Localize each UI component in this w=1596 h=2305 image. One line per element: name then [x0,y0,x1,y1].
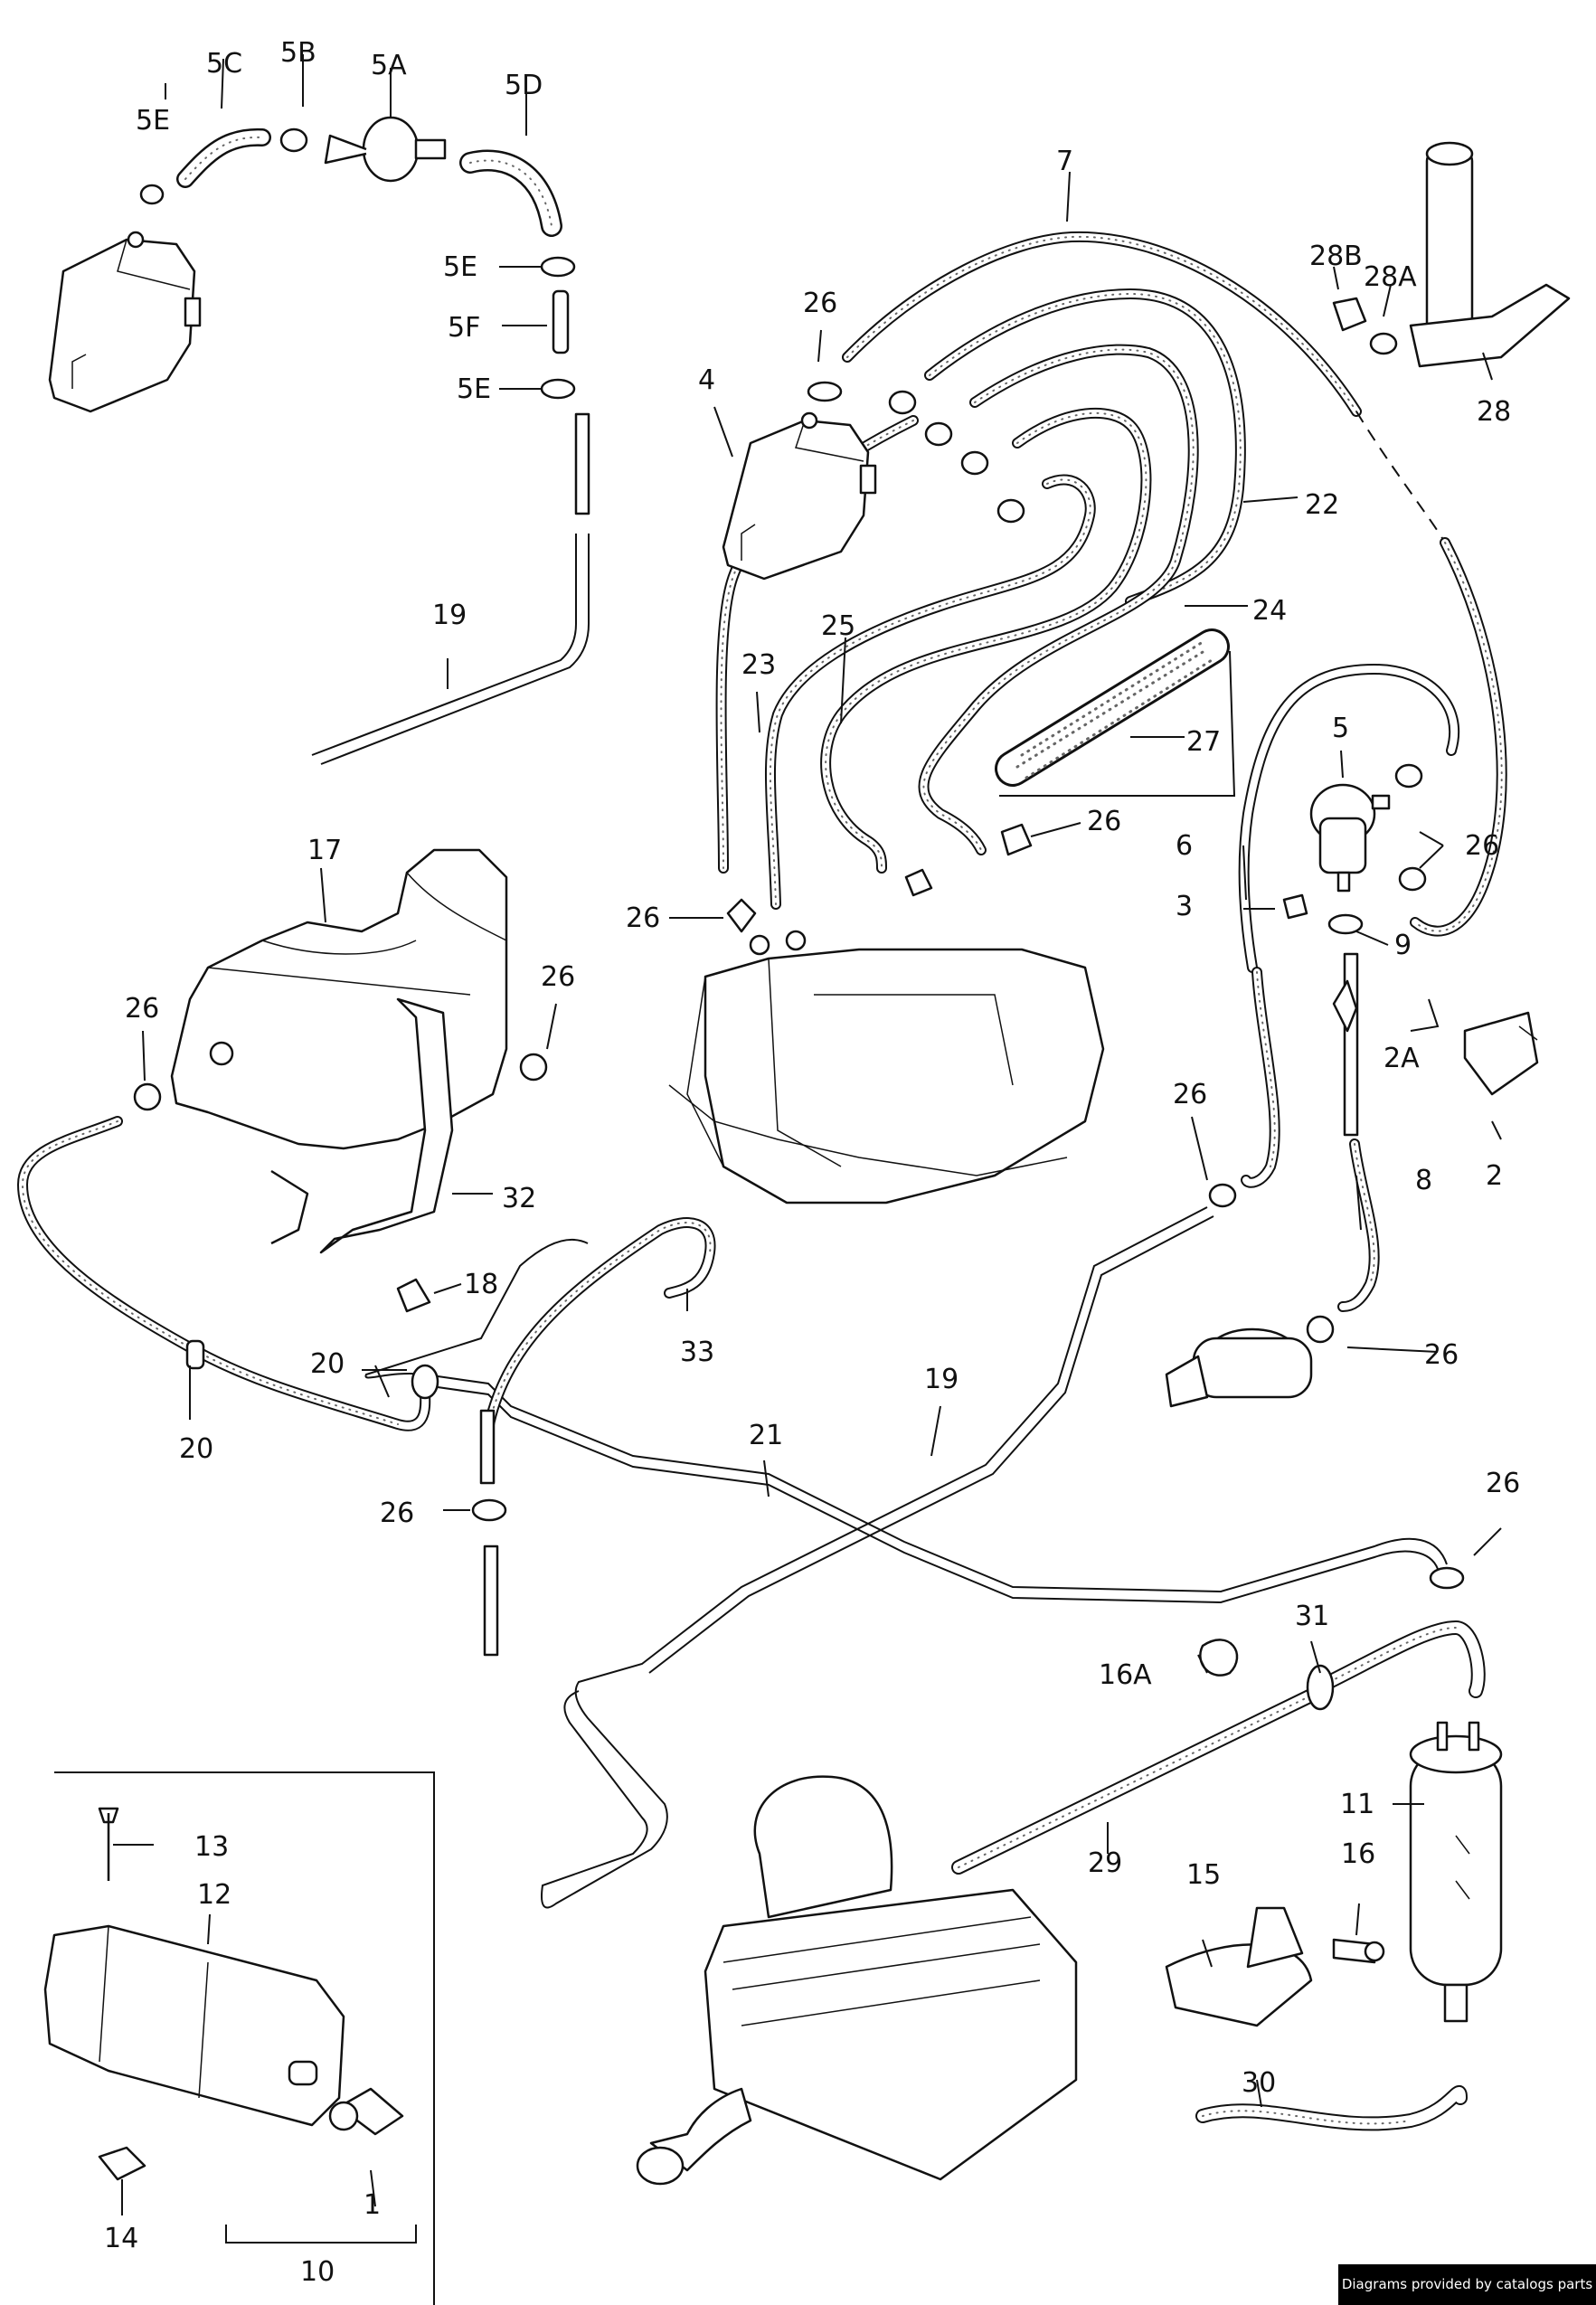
bracket-2-icon [1463,1011,1539,1096]
hose-8 [1337,952,1380,1312]
hose-27 [995,628,1236,797]
callout-29: 29 [1088,1847,1122,1879]
callout-21: 21 [749,1420,783,1451]
charcoal-canister-icon [48,231,877,581]
callout-15: 15 [1186,1859,1221,1891]
valve-5-icon [1309,783,1391,893]
callout-5C: 5C [206,48,242,80]
callout-26-a: 26 [803,288,837,319]
fuel-filter-11-icon [1409,1721,1503,2023]
callout-26-b: 26 [1087,806,1121,837]
credit-banner: Diagrams provided by catalogs parts [1338,2264,1596,2305]
callout-26-f: 26 [125,993,159,1025]
callout-8: 8 [1415,1165,1432,1196]
hose-30 [1195,2085,1468,2131]
callout-17: 17 [307,835,342,866]
hose-25 [820,407,1152,874]
callout-23: 23 [741,649,776,681]
callout-12: 12 [197,1879,231,1911]
callout-4: 4 [698,364,715,396]
callout-28B: 28B [1309,241,1363,272]
callout-6: 6 [1176,830,1193,862]
hose-21 [364,1238,1448,1604]
callout-26-h: 26 [1424,1339,1459,1371]
callout-26-c: 26 [1465,830,1499,862]
hose-7 [842,231,1507,937]
hose-33 [479,1217,716,1485]
callout-28A: 28A [1364,261,1417,293]
box-10-brace [225,2225,417,2244]
callout-27: 27 [1186,726,1221,758]
cylinder-28-icon [1332,141,1571,368]
vacuum-valve-icon [279,104,447,183]
callout-31: 31 [1295,1601,1329,1632]
hose-23 [715,415,1096,910]
air-filter-housing-icon [636,1775,1078,2186]
hose-22 [924,288,1246,607]
hose-19-long [541,1206,1214,1909]
box-10-divider [54,1771,435,2305]
evap-canister-12-icon [43,1924,404,2136]
callout-5E-top: 5E [136,105,170,137]
hose-5D [459,149,562,237]
callout-20-a: 20 [310,1348,345,1380]
callout-2: 2 [1486,1160,1503,1192]
callout-24: 24 [1252,595,1287,627]
callout-30: 30 [1242,2067,1276,2099]
callout-2A: 2A [1384,1043,1420,1074]
hose-5F [552,289,570,354]
callout-13: 13 [194,1831,229,1863]
leader-lines [113,54,1502,2215]
callout-5: 5 [1332,713,1349,744]
hose-29 [951,1620,1486,1875]
callout-10: 10 [300,2256,335,2288]
hose-24 [918,344,1199,855]
callout-14: 14 [104,2223,138,2254]
callout-3: 3 [1176,891,1193,922]
callout-7: 7 [1056,146,1073,177]
engine-block-icon [668,930,1105,1204]
callout-18: 18 [464,1269,498,1300]
hose-clamps [98,184,1465,2181]
fuel-pump-icon [1165,1327,1313,1408]
callout-22: 22 [1305,489,1339,521]
callout-26-g: 26 [1173,1079,1207,1110]
callout-26-e: 26 [541,961,575,993]
callout-32: 32 [502,1183,536,1214]
callout-26-i: 26 [380,1497,414,1529]
callout-25: 25 [821,610,855,642]
callout-19-top: 19 [432,600,467,631]
callout-5E-a: 5E [443,251,477,283]
callout-28: 28 [1477,396,1511,428]
callout-5B: 5B [280,37,316,69]
hose-lower-vertical [483,1545,499,1657]
hose-5C [176,128,271,188]
callout-33: 33 [680,1337,714,1368]
bracket-15-icon [1165,1906,1313,2027]
hose-20 [17,1116,439,1431]
callout-9: 9 [1394,930,1412,961]
callout-16A: 16A [1099,1659,1152,1691]
callout-5D: 5D [505,70,543,101]
callout-5E-b: 5E [457,373,491,405]
callout-19-mid: 19 [924,1364,959,1395]
hose-6 [1238,664,1460,1188]
callout-5A: 5A [371,50,407,81]
callout-5F: 5F [448,312,480,344]
callout-26-d: 26 [626,902,660,934]
callout-1: 1 [364,2189,381,2221]
callout-11: 11 [1340,1789,1374,1820]
callout-16: 16 [1341,1838,1375,1870]
hose-lines [17,128,1507,2131]
fuel-tank-icon [170,848,508,1254]
callout-labels: 5C 5B 5A 5D 5E 5E 5F 5E 19 7 26 4 28B 28… [104,37,1520,2288]
callout-26-j: 26 [1486,1468,1520,1499]
hose-19-top [311,412,590,765]
callout-20-b: 20 [179,1433,213,1465]
